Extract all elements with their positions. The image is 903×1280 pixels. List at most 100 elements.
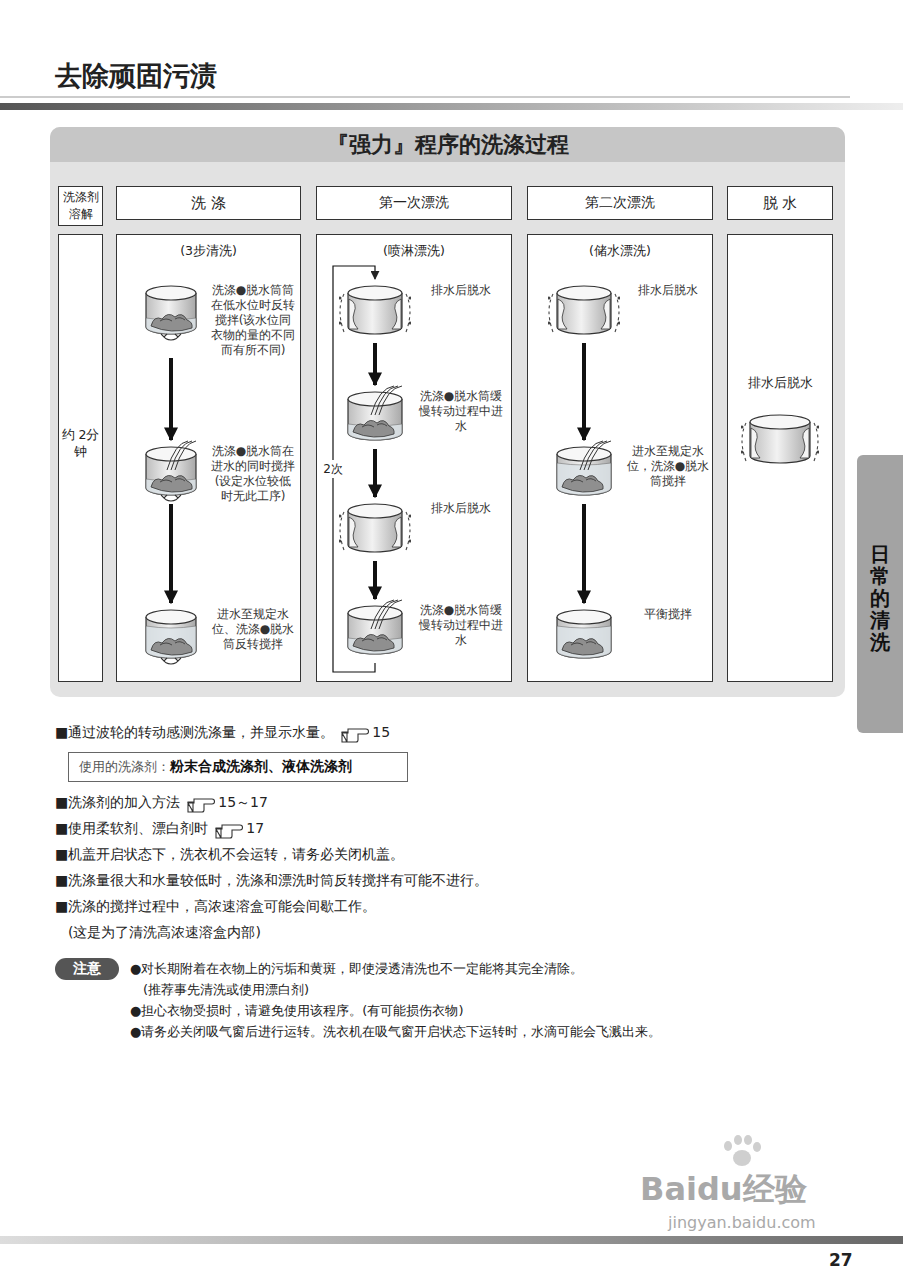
box-text: 第二次漂洗 [585,194,655,212]
watermark: jingyan.baidu.com [668,1213,816,1232]
box-text: 洗涤剂溶解 [61,189,100,223]
note-text: ●担心衣物受损时，请避免使用该程序。(有可能损伤衣物) [130,1002,464,1020]
phase-header: 洗 涤 [116,186,301,220]
drum-illustration [137,279,205,343]
drum-illustration [548,603,620,667]
box-text: 第一次漂洗 [379,194,449,212]
page-title: 去除顽固污渍 [55,58,217,94]
drum-figure [557,610,611,658]
phase-header: 洗涤剂溶解 [58,186,103,226]
node-fill [727,234,833,682]
drum-illustration [548,440,620,504]
phase-header: 脱 水 [727,186,833,220]
column-caption: (喷淋漂洗) [317,243,511,260]
phase-column: 约 2分钟 [58,234,103,682]
drum-figure [557,441,611,495]
detergent-box: 使用的洗涤剂：粉末合成洗涤剂、液体洗涤剂 [68,752,408,782]
note-text: ■使用柔软剂、漂白剂时 [55,820,208,838]
phase-column: (储水漂洗) 排水后脱水进水至规定水位，洗涤●脱水筒搅拌平衡搅拌 [527,234,713,682]
watermark-paw [724,1135,761,1166]
step-box: 排水后脱水 [339,497,507,561]
note-text: (这是为了清洗高浓速溶盒内部) [68,924,261,942]
watermark: Baidu经验 [640,1168,807,1212]
caution-badge: 注意 [55,958,119,980]
pointing-hand [214,821,244,839]
note-text: 17 [246,820,264,836]
flow-arrow [582,343,586,440]
rule-line [0,97,850,98]
drum-figure [548,286,620,334]
step-box: 平衡搅拌 [548,603,712,667]
drum-illustration [339,385,411,449]
step-text: 洗涤●脱水筒缓慢转动过程中进水 [415,385,507,434]
node-fill [527,234,713,682]
step-box: 洗涤●脱水筒缓慢转动过程中进水 [339,385,507,449]
phase-header: 第二次漂洗 [527,186,713,220]
flow-arrow [582,504,586,603]
drum-figure [339,286,411,334]
step-text: 进水至规定水位、洗涤●脱水筒反转搅拌 [209,603,297,652]
step-box: 洗涤●脱水筒缓慢转动过程中进水 [339,599,507,663]
note-text: ●请务必关闭吸气窗后进行运转。洗衣机在吸气窗开启状态下运转时，水滴可能会飞溅出来… [130,1023,661,1041]
column-caption: (3步清洗) [117,243,300,260]
flow-arrow [169,358,173,440]
pointing-hand [340,725,370,743]
step-box: 排水后脱水 [548,279,712,343]
phase-column: (3步清洗) 洗涤●脱水筒筒在低水位时反转搅拌(该水位同衣物的量的不同而有所不同)… [116,234,301,682]
drum-figure [146,286,196,340]
drum-illustration [339,599,411,663]
drum-illustration [339,279,411,343]
step-box: 进水至规定水位、洗涤●脱水筒反转搅拌 [137,603,297,667]
drum-figure [348,600,402,654]
step-text: 排水后脱水 [415,279,507,298]
flow-arrow [373,561,377,599]
header-bar [0,103,903,110]
side-tab: 日常的清洗 [857,455,903,733]
drum-illustration [339,497,411,561]
box-text: 日常的清洗 [870,543,890,653]
note-text: ■机盖开启状态下，洗衣机不会运转，请务必关闭机盖。 [55,846,404,864]
panel-title: 『强力』程序的洗涤过程 [50,127,845,162]
box-text: 使用的洗涤剂： [79,758,170,776]
note-text: 15 [372,724,390,740]
step-text: 洗涤●脱水筒筒在低水位时反转搅拌(该水位同衣物的量的不同而有所不同) [209,279,297,358]
footer-bar [0,1236,903,1244]
drum-figure [339,504,411,552]
note-text: ■洗涤量很大和水量较低时，洗涤和漂洗时筒反转搅拌有可能不进行。 [55,872,488,890]
flow-arrow [373,343,377,385]
step-text: 排水后脱水 [415,497,507,516]
note-text: ●对长期附着在衣物上的污垢和黄斑，即使浸透清洗也不一定能将其完全清除。 [130,960,583,978]
step-text: 进水至规定水位，洗涤●脱水筒搅拌 [624,440,712,489]
drum-illustration [741,408,819,472]
drum-figure [348,386,402,440]
flow-arrow [169,504,173,603]
step-box: 进水至规定水位，洗涤●脱水筒搅拌 [548,440,712,504]
drum-figure [741,415,819,463]
note-text: (推荐事先清洗或使用漂白剂) [143,981,309,999]
repeat-count: 2次 [323,460,343,478]
step-text: 平衡搅拌 [624,603,712,622]
phase-column: 排水后脱水 [727,234,833,682]
step-text: 洗涤●脱水筒在进水的同时搅拌(设定水位较低时无此工序) [209,440,297,504]
drum-illustration [548,279,620,343]
box-text: 注意 [73,960,101,978]
note-text: ■洗涤的搅拌过程中，高浓速溶盒可能会间歇工作。 [55,898,376,916]
box-text: 粉末合成洗涤剂、液体洗涤剂 [170,758,352,776]
node-fill [316,234,512,682]
process-panel: 『强力』程序的洗涤过程洗涤剂溶解洗 涤 第一次漂洗 第二次漂洗 脱 水约 2分钟 (3步… [50,127,845,697]
page-number: 27 [829,1250,853,1270]
box-text: 脱 水 [763,194,798,213]
drum-illustration [137,603,205,667]
note-text: ■洗涤剂的加入方法 [55,794,180,812]
step-box: 洗涤●脱水筒筒在低水位时反转搅拌(该水位同衣物的量的不同而有所不同) [137,279,297,358]
column-caption: (储水漂洗) [528,243,712,260]
step-box: 洗涤●脱水筒在进水的同时搅拌(设定水位较低时无此工序) [137,440,297,504]
column-caption: 排水后脱水 [728,375,832,392]
phase-header: 第一次漂洗 [316,186,512,220]
step-text: 排水后脱水 [624,279,712,298]
note-text: 15～17 [218,794,268,812]
phase-column: (喷淋漂洗)排水后脱水洗涤●脱水筒缓慢转动过程中进水排水后脱水洗涤●脱水筒缓慢转… [316,234,512,682]
node-fill [50,127,845,697]
node-fill [58,234,103,682]
